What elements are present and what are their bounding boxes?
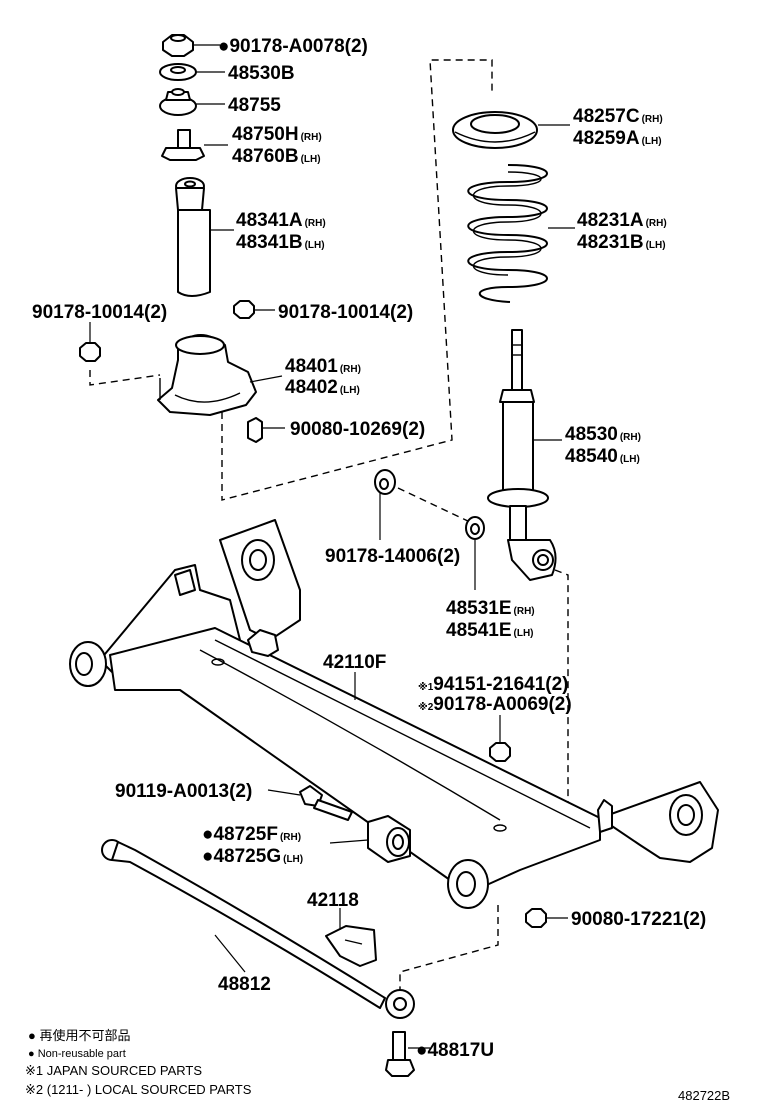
label-48817u: ●48817U — [416, 1040, 494, 1061]
dust-cover-48341a — [175, 177, 211, 297]
bracket-42118 — [325, 925, 377, 967]
bolt-90080-10269 — [247, 417, 263, 443]
label-48231a: 48231A(RH) — [577, 210, 667, 231]
label-90119-a0013: 90119-A0013(2) — [115, 781, 252, 802]
label-48531e: 48531E(RH) — [446, 598, 535, 619]
label-90178-10014-right: 90178-10014(2) — [278, 302, 413, 323]
label-48402: 48402(LH) — [285, 377, 360, 398]
nut-90178-10014-left — [79, 342, 101, 362]
label-48725g: ●48725G(LH) — [202, 846, 303, 867]
bushing-48755 — [159, 88, 197, 116]
bolt-48817u — [385, 1031, 415, 1077]
support-48401 — [157, 334, 257, 416]
washer-48530b — [159, 63, 197, 81]
bushing-48725f — [367, 815, 411, 863]
label-42110f: 42110F — [323, 652, 386, 673]
coil-spring-48231a — [467, 164, 548, 303]
label-90178-a0069: ※290178-A0069(2) — [418, 694, 572, 715]
label-48401: 48401(RH) — [285, 356, 361, 377]
nut-90080-17221 — [525, 908, 547, 928]
label-48725f: ●48725F(RH) — [202, 824, 301, 845]
label-48760b: 48760B(LH) — [232, 146, 321, 167]
legend-line-1: ● 再使用不可部品 — [28, 1028, 130, 1043]
label-48812: 48812 — [218, 974, 271, 995]
assembly-dashed-line-rod — [399, 905, 499, 990]
nut-94151-21641 — [489, 742, 511, 762]
label-90080-17221: 90080-17221(2) — [571, 909, 706, 930]
bushing-90178-14006 — [374, 469, 396, 495]
label-48257c: 48257C(RH) — [573, 106, 663, 127]
label-90178-14006: 90178-14006(2) — [325, 546, 460, 567]
label-48541e: 48541E(LH) — [446, 620, 534, 641]
label-48231b: 48231B(LH) — [577, 232, 666, 253]
insulator-48257c — [452, 111, 538, 149]
diagram-id: 482722B — [678, 1088, 730, 1103]
label-48341a: 48341A(RH) — [236, 210, 326, 231]
label-48530: 48530(RH) — [565, 424, 641, 445]
label-48750h: 48750H(RH) — [232, 124, 322, 145]
legend-line-2: ● Non-reusable part — [28, 1048, 126, 1060]
label-90178-10014-left: 90178-10014(2) — [32, 302, 167, 323]
label-48341b: 48341B(LH) — [236, 232, 325, 253]
nut-90178-10014-right — [233, 300, 255, 319]
label-48530b: 48530B — [228, 63, 295, 84]
legend-line-3: ※1 JAPAN SOURCED PARTS — [25, 1063, 202, 1078]
label-94151-21641: ※194151-21641(2) — [418, 674, 569, 695]
legend-line-4: ※2 (1211- ) LOCAL SOURCED PARTS — [25, 1082, 252, 1097]
label-48540: 48540(LH) — [565, 446, 640, 467]
assembly-dashed-line-nut-left — [89, 370, 161, 386]
shock-absorber-48530 — [487, 329, 557, 581]
bolt-90119-a0013 — [299, 785, 353, 821]
assembly-dashed-line-bushing — [397, 487, 471, 523]
assembly-dashed-line-axle — [554, 569, 569, 815]
nut-90178-a0078 — [162, 34, 194, 57]
leader-48725f — [329, 839, 369, 844]
label-48259a: 48259A(LH) — [573, 128, 662, 149]
label-90178-a0078: ●90178-A0078(2) — [218, 36, 368, 57]
label-90080-10269: 90080-10269(2) — [290, 419, 425, 440]
label-42118: 42118 — [307, 890, 359, 911]
leader-90119-a0013 — [267, 789, 301, 796]
label-48755: 48755 — [228, 95, 281, 116]
lateral-control-rod-48812 — [101, 839, 415, 1019]
leader-48401 — [249, 375, 283, 383]
axle-beam-42110f — [69, 519, 719, 909]
bushing-48531e — [465, 516, 485, 540]
leader-48812 — [214, 934, 246, 973]
bound-stopper-48750h — [161, 129, 205, 161]
assembly-dashed-line-strut — [221, 59, 493, 501]
